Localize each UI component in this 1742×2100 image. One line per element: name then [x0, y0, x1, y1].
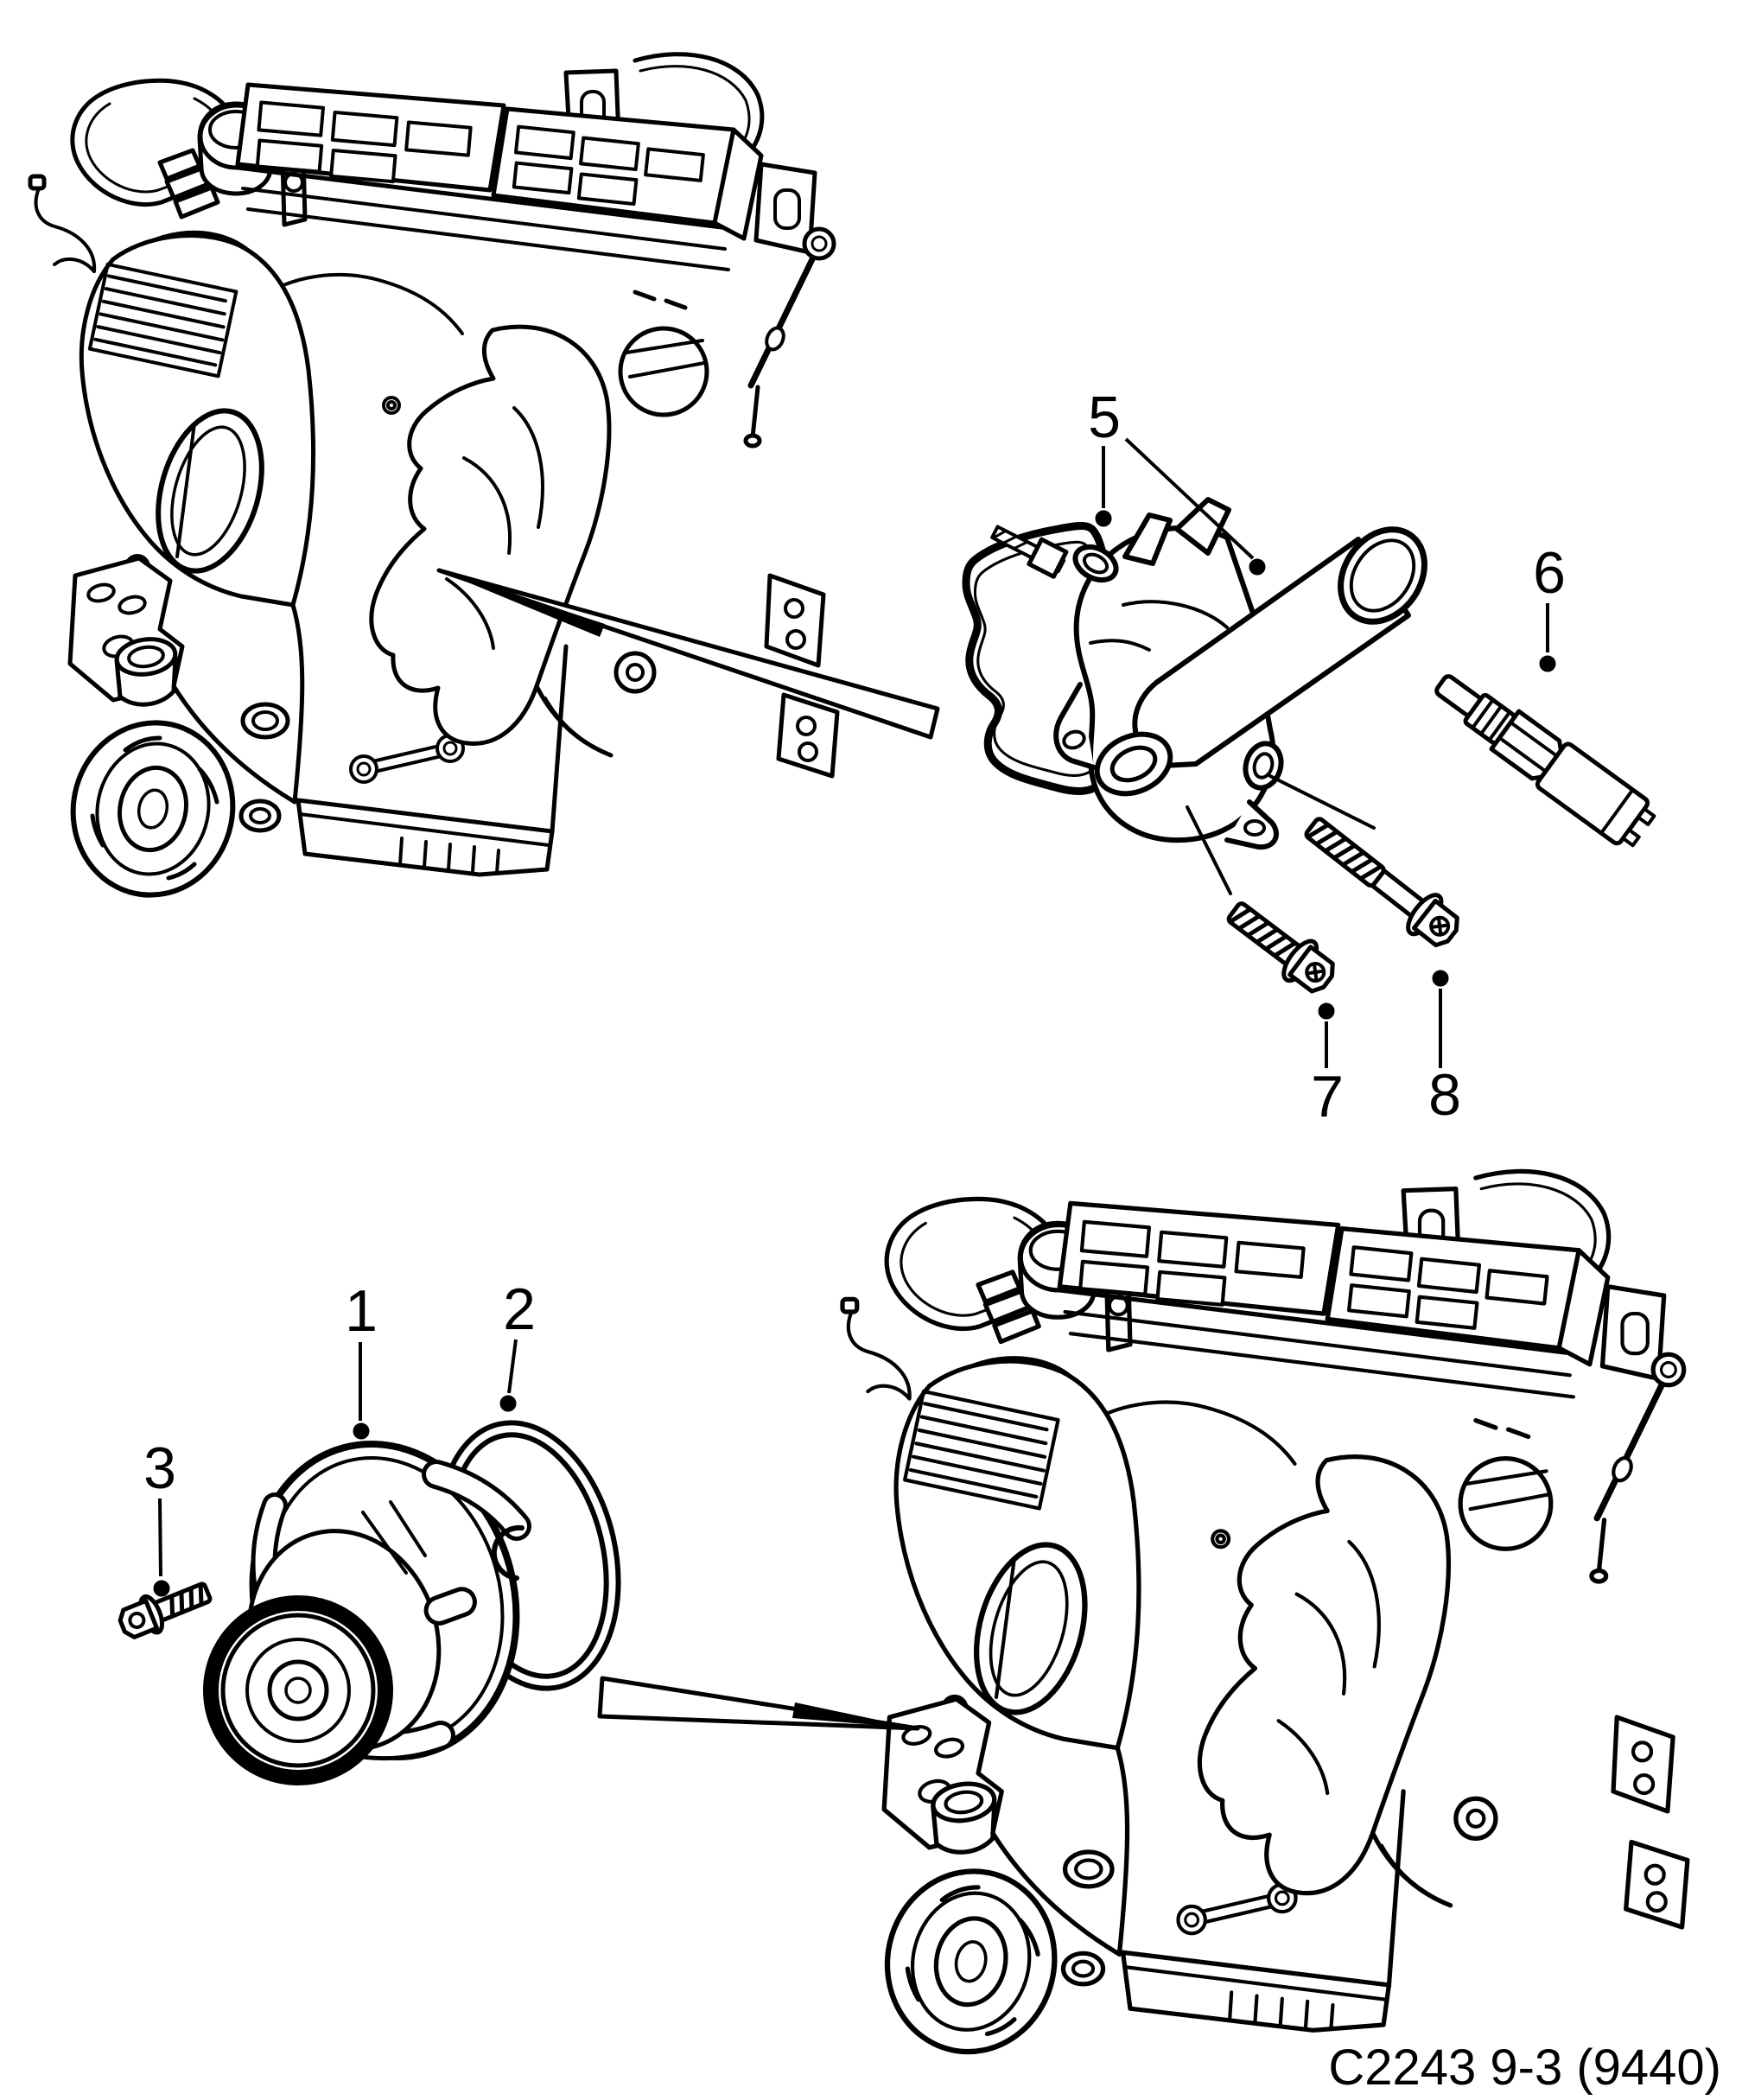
- figure-caption: C2243 9-3 (9440): [1328, 2040, 1721, 2096]
- pointer-wedge-thermostat-location: [436, 568, 940, 740]
- bolt-long-drawing: [1304, 817, 1459, 948]
- callouts: 1 2 3 5 6 7: [143, 385, 1566, 1597]
- callout-label-1: 1: [345, 1278, 378, 1344]
- pointer-wedge-water-pump-location: [597, 1676, 920, 1731]
- leader-line-2: [507, 1339, 518, 1394]
- engine-illustration-top-left: [30, 54, 837, 910]
- leader-dot-8: [1432, 970, 1449, 987]
- callout-label-7: 7: [1311, 1064, 1344, 1130]
- leader-dot-5b: [1249, 558, 1266, 576]
- callout-seal-ring: 2: [499, 1276, 536, 1412]
- callout-label-6: 6: [1533, 540, 1566, 606]
- callout-housing-gasket: 5: [1088, 385, 1266, 576]
- leader-line-3: [158, 1498, 162, 1577]
- leader-boss-to-bolt-7: [1186, 805, 1232, 895]
- leader-dot-1: [353, 1422, 370, 1440]
- callout-label-3: 3: [143, 1435, 176, 1501]
- leader-dot-5a: [1095, 510, 1112, 527]
- callout-bolt-long: 8: [1428, 970, 1461, 1128]
- callout-water-pump: 1: [345, 1278, 378, 1440]
- callout-label-5: 5: [1088, 385, 1121, 450]
- engine-illustration-bottom-right: [842, 1171, 1688, 2067]
- callout-bolt-short: 7: [1311, 1002, 1344, 1130]
- leader-line-5b: [1124, 437, 1255, 560]
- leader-bore-to-bolt-8: [1268, 774, 1376, 830]
- leader-dot-6: [1539, 655, 1556, 672]
- thermostat-housing-drawing: [990, 497, 1427, 895]
- callout-pump-bolt: 3: [143, 1435, 176, 1597]
- leader-dot-7: [1318, 1002, 1335, 1020]
- bolt-short-drawing: [1226, 901, 1335, 994]
- leader-dot-3: [153, 1580, 170, 1597]
- water-pump-drawing: [203, 1441, 531, 1785]
- callout-label-8: 8: [1428, 1062, 1461, 1128]
- leader-dot-2: [499, 1395, 517, 1412]
- pump-bolt-drawing: [118, 1581, 213, 1639]
- temperature-sensor-drawing: [1434, 674, 1656, 848]
- callout-temperature-sensor: 6: [1533, 540, 1566, 672]
- callout-label-2: 2: [503, 1276, 536, 1342]
